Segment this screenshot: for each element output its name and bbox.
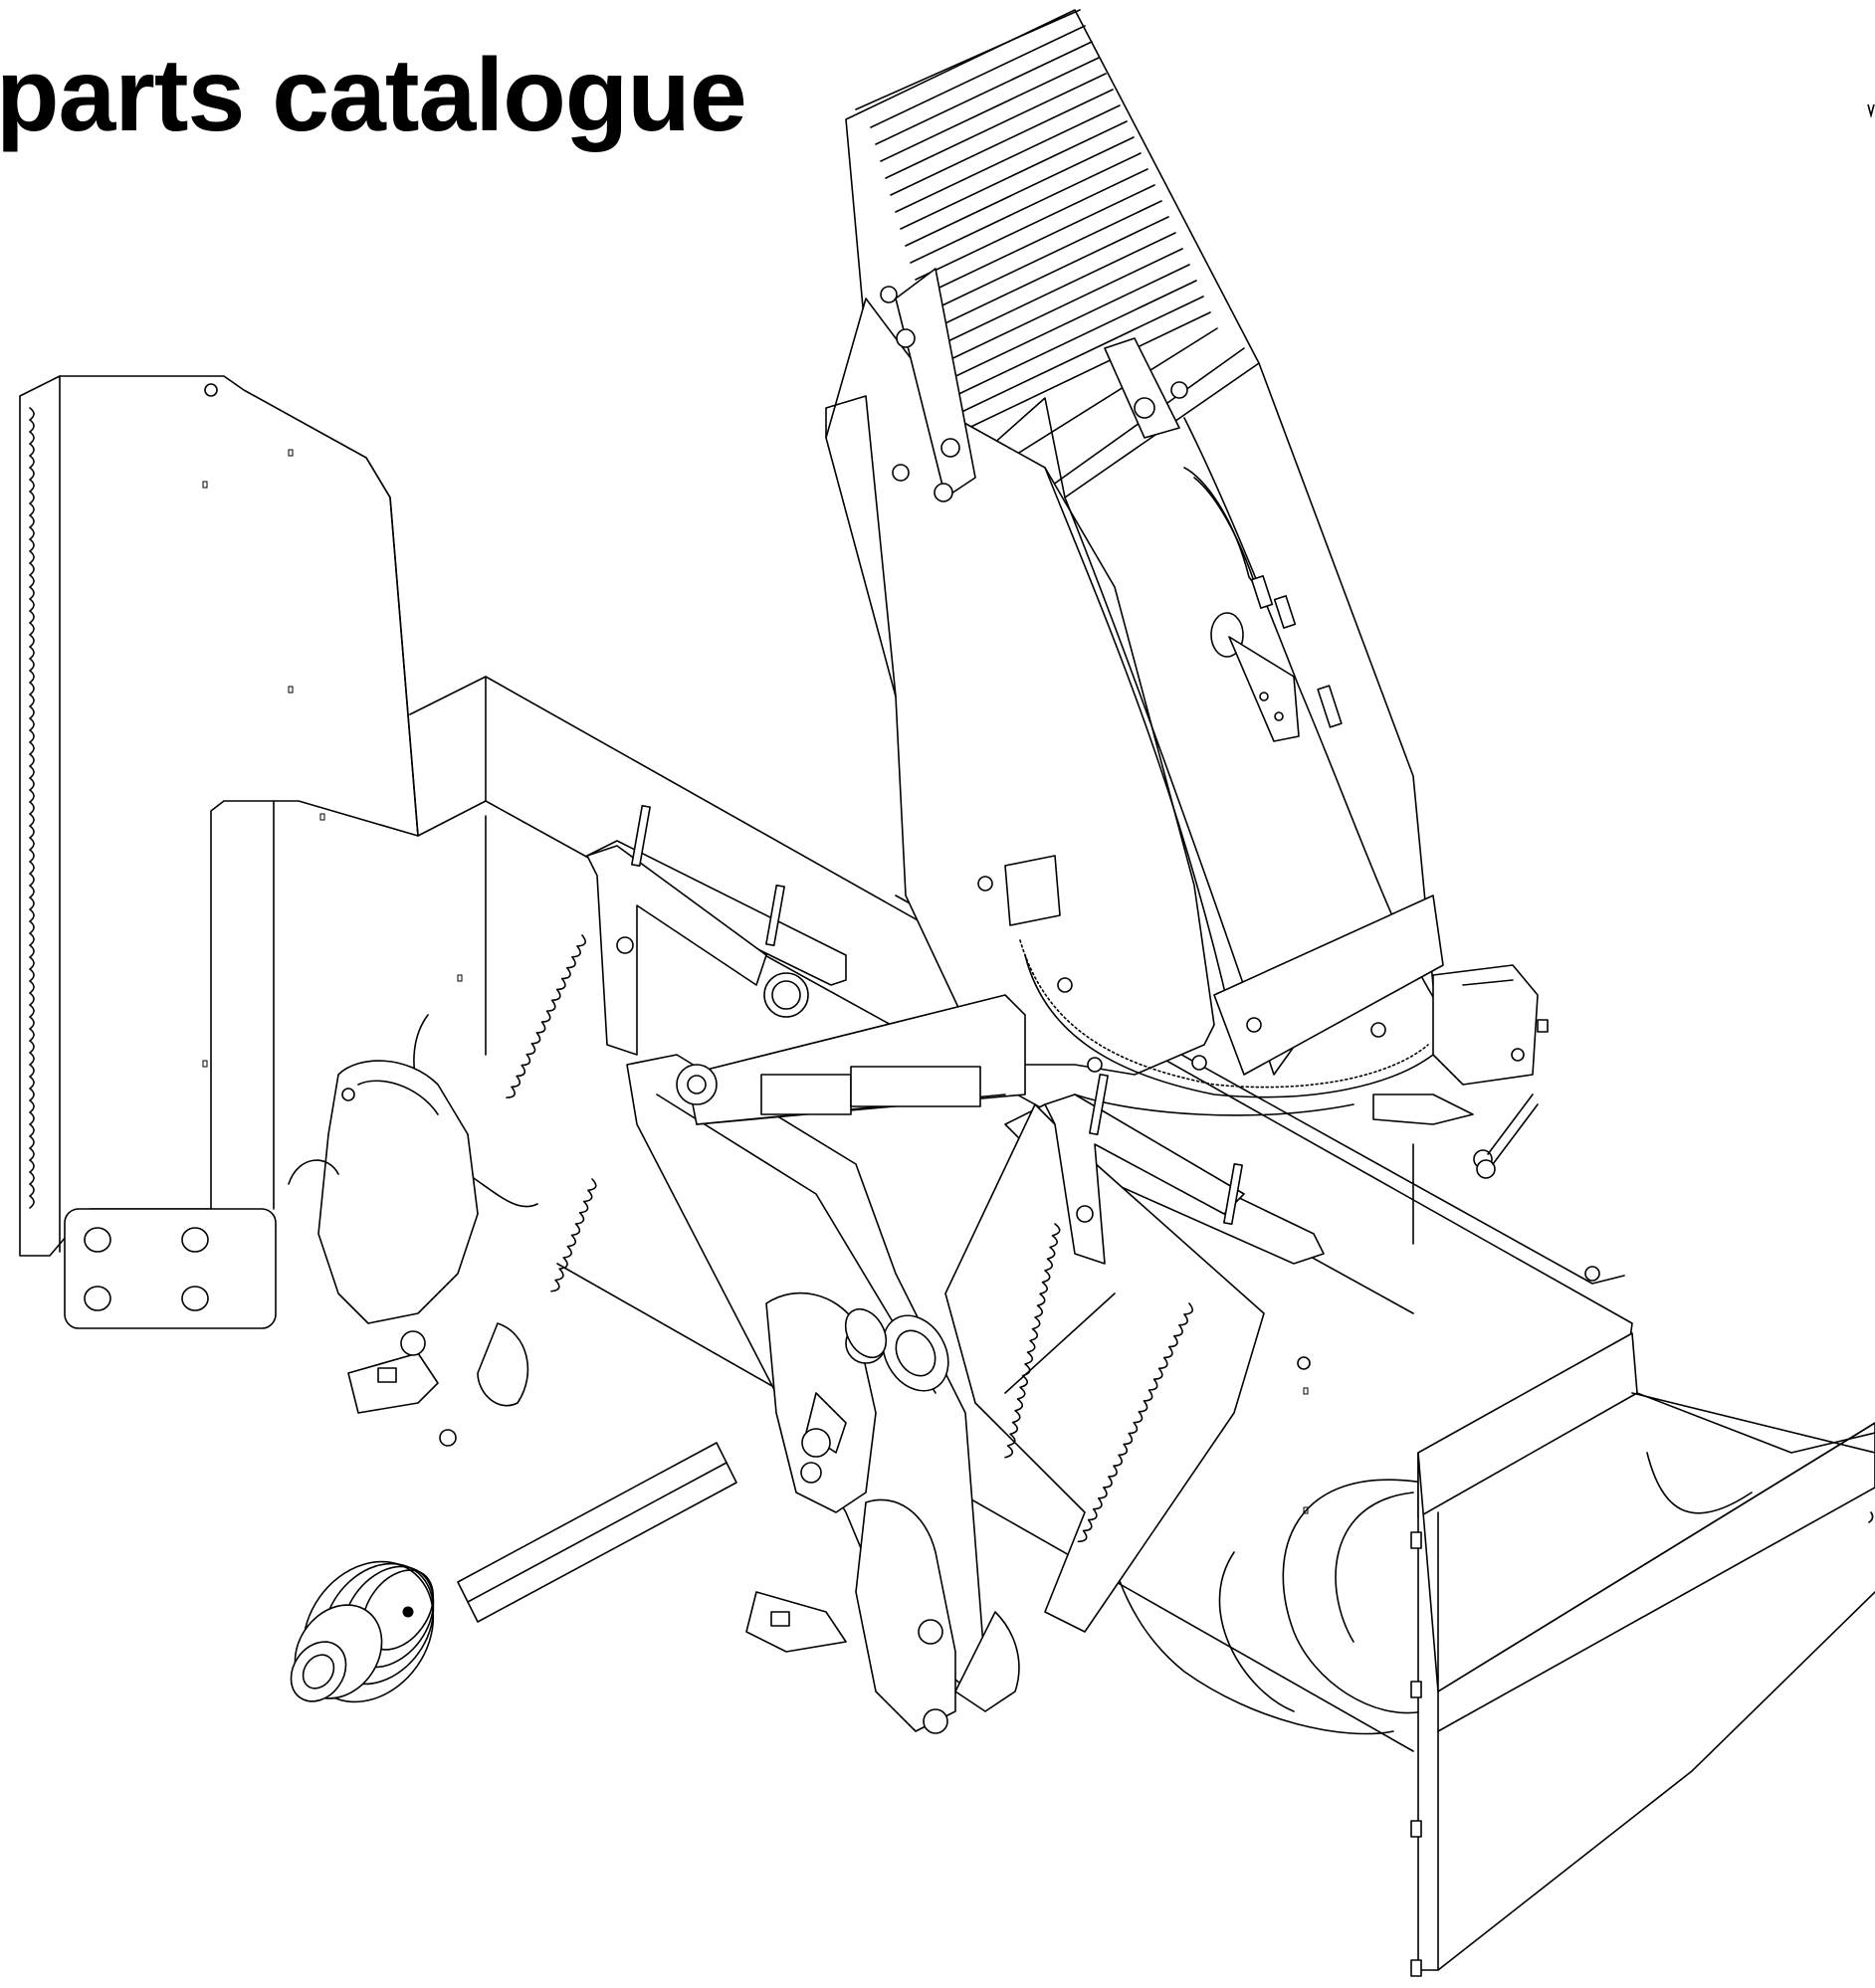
pto-driveshaft xyxy=(290,1442,737,1703)
edge-mark-icon xyxy=(1867,103,1875,117)
chute-deflector-arm xyxy=(880,268,1343,742)
left-hitch-plate xyxy=(288,1060,529,1447)
discharge-chute xyxy=(825,9,1444,1076)
spring-right-2 xyxy=(1077,1302,1193,1543)
right-skid-shoe xyxy=(1410,1332,1875,1977)
spring-left-2 xyxy=(550,1178,597,1292)
spring-left-1 xyxy=(506,934,586,1098)
page-title: parts catalogue xyxy=(0,38,747,153)
upper-link-brackets xyxy=(586,804,1245,1265)
center-hitch-plate xyxy=(745,1292,1020,1734)
left-skid-shoe xyxy=(19,375,419,1329)
ring-gear xyxy=(977,876,1434,1116)
bolt-icon xyxy=(1410,1531,1422,1977)
hydraulic-motor xyxy=(1372,964,1549,1179)
drive-pulley xyxy=(800,1266,1600,1484)
spring-right-1 xyxy=(1004,1223,1061,1459)
